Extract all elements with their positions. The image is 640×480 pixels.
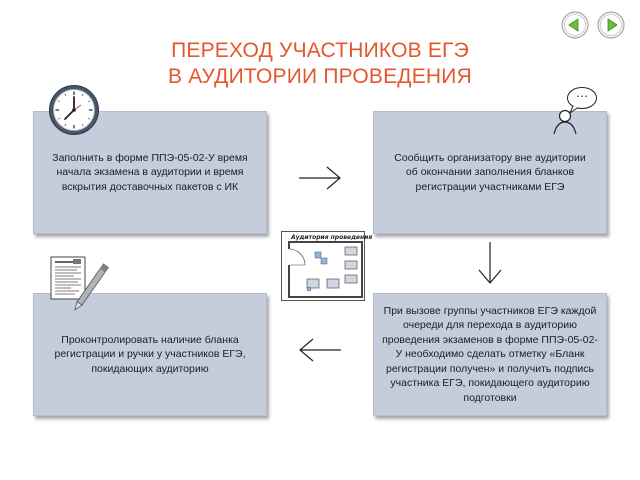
step-card-register-transfer: При вызове группы участников ЕГЭ каждой … [373, 293, 607, 416]
step-card-register-transfer-text: При вызове группы участников ЕГЭ каждой … [382, 304, 598, 404]
previous-slide-button[interactable] [561, 11, 589, 39]
page-title-line-1: ПЕРЕХОД УЧАСТНИКОВ ЕГЭ [171, 39, 469, 62]
person-speech-icon: … [549, 84, 599, 141]
clock-icon [48, 84, 100, 141]
classroom-floor-plan: Аудитория проведения [281, 231, 373, 306]
step-card-notify-organizer: Сообщить организатору вне аудитории об о… [373, 111, 607, 234]
step-card-check-blanks-text: Проконтролировать наличие бланка регистр… [54, 333, 246, 375]
next-slide-button[interactable] [597, 11, 625, 39]
arrow-left-icon [297, 336, 343, 369]
step-card-check-blanks: Проконтролировать наличие бланка регистр… [33, 293, 267, 416]
arrow-down-icon [476, 240, 504, 291]
step-card-notify-organizer-text: Сообщить организатору вне аудитории об о… [394, 151, 586, 193]
page-title: ПЕРЕХОД УЧАСТНИКОВ ЕГЭ В АУДИТОРИИ ПРОВЕ… [60, 38, 580, 90]
speech-bubble-text: … [575, 85, 589, 100]
page-title-line-2: В АУДИТОРИИ ПРОВЕДЕНИЯ [168, 65, 472, 88]
floor-plan-label: Аудитория проведения [291, 234, 373, 241]
arrow-right-icon [597, 11, 625, 39]
arrow-left-icon [561, 11, 589, 39]
form-with-pen-icon [49, 253, 109, 324]
arrow-right-icon [297, 164, 343, 197]
step-card-fill-form-text: Заполнить в форме ППЭ-05-02-У время нача… [52, 151, 248, 193]
